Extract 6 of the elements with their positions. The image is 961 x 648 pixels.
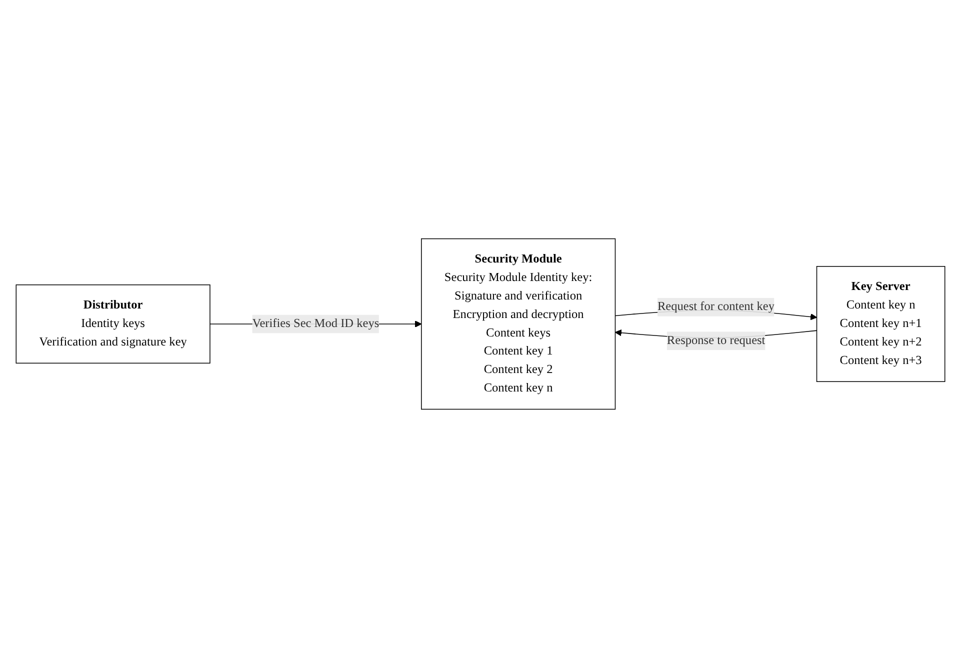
edge-label: Verifies Sec Mod ID keys (252, 317, 380, 330)
node-box: Key Server Content key n Content key n+1 Content key n+2 Content key n+3 (816, 266, 946, 382)
edge-label: Request for content key (657, 300, 775, 314)
node-box: Security Module Security Module Identity key: Signature and verification Encryption and decryption Content keys Content key 1 Content key 2 Content key n (421, 238, 616, 410)
node-box: Distributor Identity keys Verification and signature key (16, 284, 210, 364)
edge-label: Response to request (666, 334, 766, 348)
